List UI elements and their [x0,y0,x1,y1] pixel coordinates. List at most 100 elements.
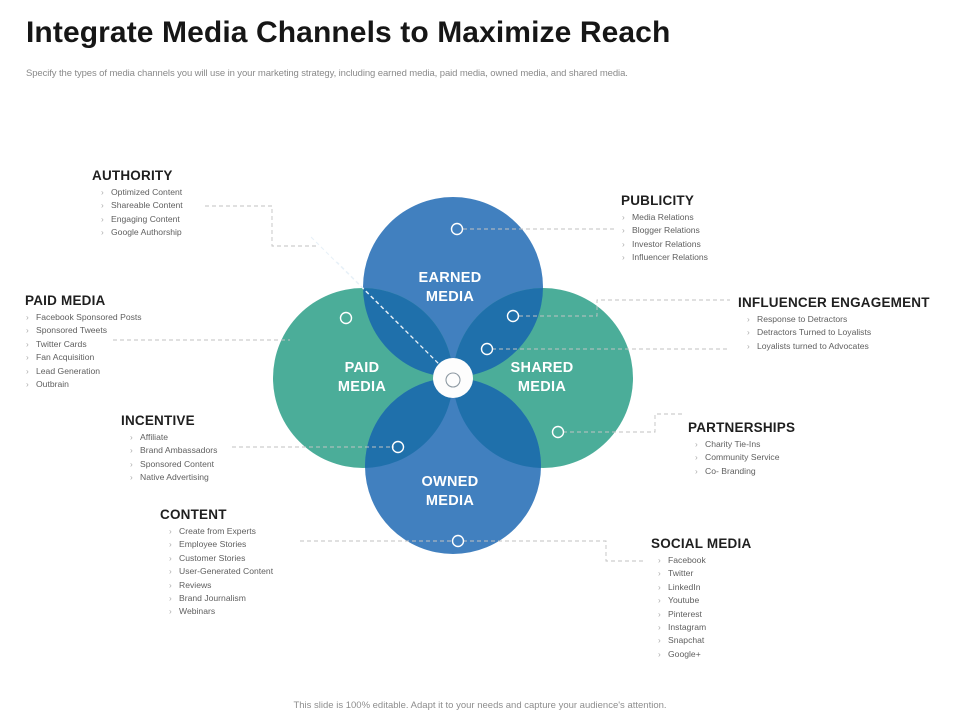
venn-label-shared-line2: MEDIA [517,379,567,395]
chevron-right-icon: › [101,188,104,197]
list-item-label: Facebook Sponsored Posts [36,312,142,322]
venn-circle-owned [365,378,541,554]
node-influencer-b [480,342,494,356]
chevron-right-icon: › [658,569,661,579]
chevron-right-icon: › [26,366,29,376]
list-item: › Snapchat [657,634,751,647]
venn-label-paid: PAID MEDIA [307,359,417,397]
chevron-right-icon: › [658,636,661,646]
list-item: ›Blogger Relations [621,224,708,237]
list-item-label: Webinars [179,606,216,617]
list-item: ›LinkedIn [657,581,751,594]
venn-label-owned: OWNED MEDIA [395,473,505,511]
list-item-label: Response to Detractors [757,314,848,324]
venn-overlap-earned-shared [453,288,543,377]
list-item-label: Brand Journalism [179,593,246,604]
list-item-label: Optimized Content [111,187,183,197]
list-item: › Sponsored Tweets [25,324,142,337]
list-item-label: Create from Experts [179,526,256,536]
callout-incentive-title: INCENTIVE [121,413,195,428]
list-item: ›Fan Acquisition [25,351,142,364]
list-item: ›Charity Tie-Ins [694,438,795,451]
list-item: › Twitter Cards [25,338,142,351]
list-item-label: Charity Tie-Ins [705,439,761,449]
list-item-label: Snapchat [668,635,705,646]
chevron-right-icon: › [26,353,29,363]
list-item-label: Instagram [668,622,707,633]
node-partnerships [551,425,565,439]
callout-partnerships: PARTNERSHIPS ›Charity Tie-Ins›Community … [688,420,795,478]
list-item-label: Engaging Content [111,213,180,224]
callout-social-media-list: ›Facebook›Twitter›LinkedIn›Youtube›Pinte… [651,554,751,661]
callout-influencer-engagement-list: › Response to Detractors› Detractors Turne… [738,313,930,353]
page-subtitle: Specify the types of media channels you … [26,68,628,79]
list-item: › Customer Stories [168,552,273,565]
chevron-right-icon: › [622,213,625,222]
chevron-right-icon: › [622,253,625,263]
list-item-label: LinkedIn [668,581,701,592]
list-item: ›Sponsored Content [129,458,217,471]
list-item-label: Brand Ambassadors [140,445,218,456]
callout-partnerships-list: ›Charity Tie-Ins›Community Service›Co- B… [688,438,795,478]
list-item: › Response to Detractors [746,313,930,326]
list-item-label: Affiliate [140,432,169,442]
list-item-label: User-Generated Content [179,566,274,577]
callout-content-list: ›Create from Experts›Employee Stories›Cu… [160,525,273,619]
chevron-right-icon: › [169,567,172,577]
callout-influencer-engagement-title: INFLUENCER ENGAGEMENT [738,295,930,310]
list-item: › Brand Journalism [168,592,273,605]
list-item-label: Investor Relations [632,238,701,249]
list-item: ›Co- Branding [694,465,795,478]
list-item-label: Detractors Turned to Loyalists [757,327,872,338]
list-item-label: Google Authorship [111,227,182,238]
chevron-right-icon: › [169,607,172,617]
list-item-label: Customer Stories [179,552,246,563]
venn-label-earned-line2: MEDIA [425,289,475,305]
venn-label-paid-line1: PAID [344,360,380,376]
list-item: ›Affiliate [129,431,217,444]
venn-label-earned-line1: EARNED [418,270,482,286]
list-item-label: Sponsored Tweets [36,325,108,336]
callout-content: CONTENT ›Create from Experts›Employee St… [160,507,273,619]
chevron-right-icon: › [622,226,625,236]
chevron-right-icon: › [658,649,661,659]
chevron-right-icon: › [101,201,104,211]
list-item: ›Instagram [657,621,751,634]
list-item-label: Google+ [668,648,701,659]
list-item-label: Twitter Cards [36,338,87,349]
list-item-label: Community Service [705,452,780,463]
list-item: › Twitter [657,567,751,580]
venn-center-disc [433,358,473,398]
venn-connector-nodes [339,222,565,548]
list-item-label: Loyalists turned to Advocates [757,340,869,351]
chevron-right-icon: › [747,315,750,324]
chevron-right-icon: › [658,609,661,619]
chevron-right-icon: › [169,580,172,590]
chevron-right-icon: › [101,228,104,238]
list-item: ›Youtube [657,594,751,607]
list-item: ›Native Advertising [129,471,217,484]
venn-label-shared: SHARED MEDIA [487,359,597,397]
chevron-right-icon: › [169,553,172,563]
chevron-right-icon: › [169,527,172,536]
chevron-right-icon: › [130,459,133,469]
list-item-label: Twitter [668,568,694,579]
chevron-right-icon: › [622,239,625,249]
list-item: › Google+ [657,648,751,661]
chevron-right-icon: › [26,326,29,336]
callout-incentive: INCENTIVE ›Affiliate › Brand Ambassadors ›S… [121,413,217,485]
chevron-right-icon: › [101,214,104,224]
callout-influencer-engagement: INFLUENCER ENGAGEMENT › Response to Detra… [738,295,930,353]
venn-overlap-owned-paid [365,378,453,468]
chevron-right-icon: › [26,339,29,349]
node-paid-media [339,311,353,325]
chevron-right-icon: › [658,556,661,565]
venn-label-earned: EARNED MEDIA [395,269,505,307]
node-influencer-a [506,309,520,323]
list-item: ›Lead Generation [25,365,142,378]
chevron-right-icon: › [169,594,172,604]
list-item: ›Loyalists turned to Advocates [746,340,930,353]
page-title: Integrate Media Channels to Maximize Rea… [26,16,671,49]
